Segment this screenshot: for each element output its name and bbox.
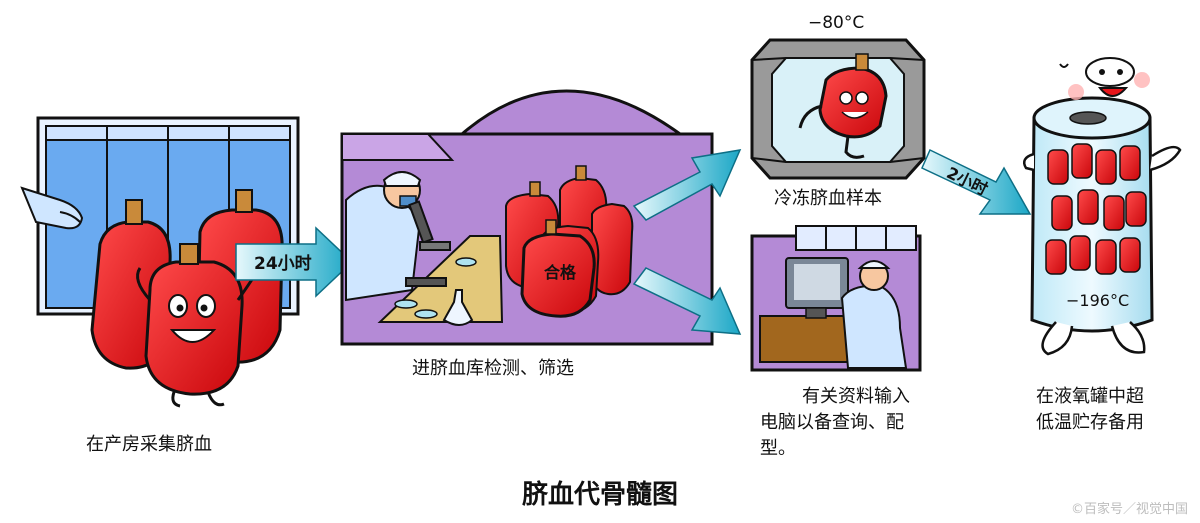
blood-bag-character: [520, 232, 596, 318]
step-store-line2: 低温贮存备用: [1036, 412, 1144, 433]
arrow-24h: 24小时: [235, 226, 354, 298]
arrow-24h-label: 24小时: [254, 254, 312, 274]
temp-minus196: −196°C: [1066, 291, 1129, 310]
watermark: ©百家号／视觉中国: [1070, 502, 1188, 517]
petri-dish-icon: [455, 257, 477, 267]
arrow-2h: 2小时: [921, 148, 1032, 215]
arrow-to-record: [632, 267, 742, 335]
step-record-line2: 电脑以备查询、配: [760, 412, 904, 433]
flask-icon: [442, 289, 474, 326]
step-record-line1: 有关资料输入: [802, 386, 910, 407]
hand-icon: [20, 186, 84, 230]
petri-dish-icon: [394, 299, 418, 309]
freezer-scene: −80°C: [750, 13, 926, 180]
step-collect-label: 在产房采集脐血: [86, 434, 212, 455]
scientist-figure: [345, 184, 422, 302]
step-lab-label: 进脐血库检测、筛选: [412, 358, 574, 379]
diagram-title: 脐血代骨髓图: [521, 480, 678, 510]
arrow-to-freeze: [632, 149, 742, 221]
temp-minus80: −80°C: [808, 13, 864, 33]
qualified-bags: [505, 165, 634, 318]
blood-bag-character: [818, 66, 888, 139]
stored-bags: [1045, 143, 1147, 275]
microscope-icon: [405, 200, 451, 287]
collect-scene: [20, 116, 300, 408]
lab-scene: 合格: [340, 89, 714, 346]
tank-scene: −196°C: [1023, 57, 1182, 356]
pass-badge: 合格: [544, 263, 577, 282]
lab-dome: [457, 89, 685, 136]
blood-bag-character: [144, 260, 244, 396]
record-scene: [750, 225, 922, 372]
step-record-line3: 型。: [760, 438, 796, 459]
petri-dish-icon: [414, 309, 438, 319]
step-store-line1: 在液氧罐中超: [1036, 386, 1144, 407]
step-freeze-label: 冷冻脐血样本: [774, 188, 882, 209]
